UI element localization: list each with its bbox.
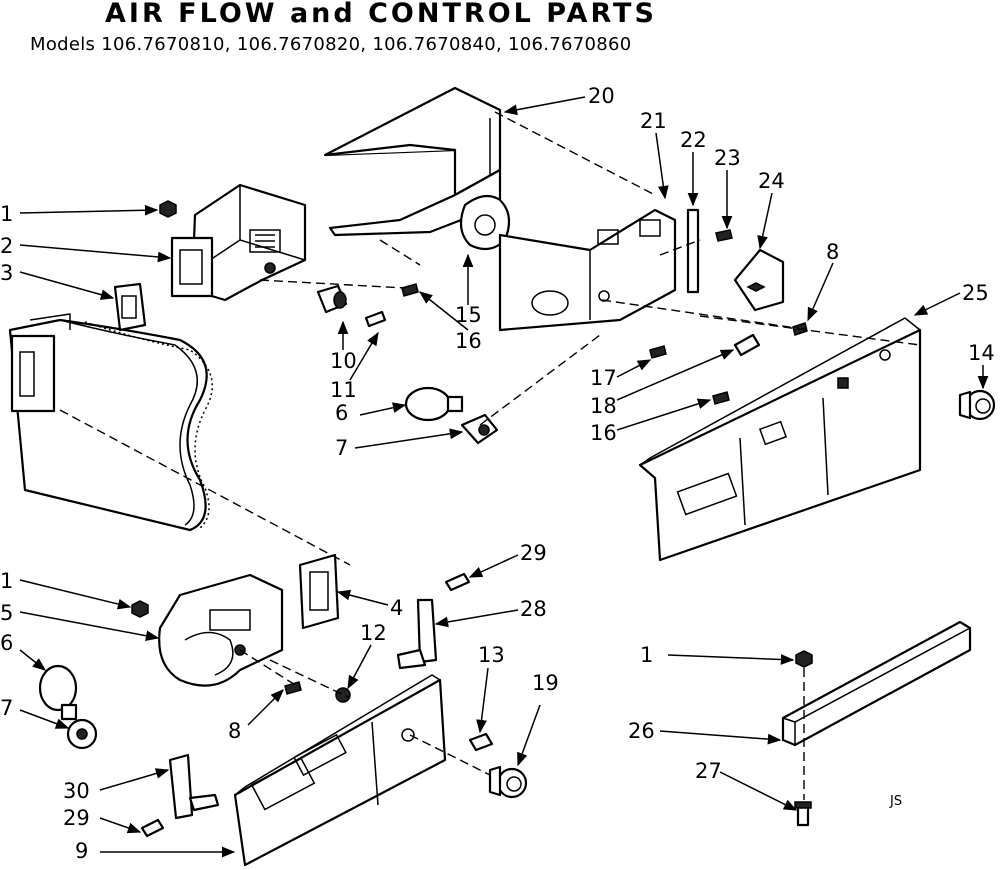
callout-22: 22 xyxy=(680,128,707,152)
callout-20: 20 xyxy=(588,84,615,108)
bracket-part-30 xyxy=(168,753,220,820)
callout-labels: 1 2 3 10 11 16 15 6 7 20 21 22 23 24 8 2… xyxy=(0,84,995,863)
callout-1: 1 xyxy=(640,643,653,667)
control-panel-part-9 xyxy=(233,674,447,867)
duct-insert-part-3 xyxy=(113,282,147,332)
callout-16: 16 xyxy=(590,421,617,445)
callout-8: 8 xyxy=(826,240,839,264)
model-numbers: Models 106.7670810, 106.7670820, 106.767… xyxy=(30,34,632,55)
screw-part-29-lower xyxy=(140,818,165,838)
evaporator-housing xyxy=(8,313,213,532)
callout-14: 14 xyxy=(968,341,995,365)
control-knob-part-14 xyxy=(958,389,996,421)
clip-part-13 xyxy=(468,732,494,752)
screw-part-17 xyxy=(649,345,667,359)
callout-21: 21 xyxy=(640,109,667,133)
clip-part-18 xyxy=(733,333,761,357)
callout-25: 25 xyxy=(962,281,989,305)
drawing-code: JS xyxy=(889,794,902,809)
callout-1: 1 xyxy=(0,569,13,593)
callout-5: 5 xyxy=(0,601,13,625)
callout-2: 2 xyxy=(0,234,13,258)
callout-18: 18 xyxy=(590,394,617,418)
screw-part-8-lower xyxy=(284,681,302,695)
screw-part-1-upper xyxy=(159,200,177,218)
control-panel-part-25 xyxy=(638,317,922,562)
callout-8: 8 xyxy=(228,719,241,743)
leader-arrows xyxy=(19,96,989,858)
callout-28: 28 xyxy=(520,597,547,621)
screw-part-23 xyxy=(715,229,733,242)
callout-4: 4 xyxy=(390,596,403,620)
trim-strip-part-26 xyxy=(781,620,972,747)
screw-part-27 xyxy=(794,801,812,827)
screw-part-16-left xyxy=(401,283,419,297)
callout-29: 29 xyxy=(63,806,90,830)
upper-damper-control xyxy=(170,183,307,302)
callout-10: 10 xyxy=(330,349,357,373)
thermostat-rod-part-22 xyxy=(686,208,700,294)
screw-part-16-right xyxy=(712,391,730,405)
lamp-socket-part-10 xyxy=(316,284,348,314)
thermostat-part-24 xyxy=(733,248,785,312)
light-bulb-part-6-upper xyxy=(404,386,464,422)
callout-23: 23 xyxy=(714,146,741,170)
callout-11: 11 xyxy=(330,378,357,402)
screw-part-11 xyxy=(364,310,387,328)
screw-part-29-upper xyxy=(444,572,471,592)
callout-6: 6 xyxy=(0,631,13,655)
callout-12: 12 xyxy=(360,621,387,645)
control-bracket-panel xyxy=(498,208,677,332)
callout-24: 24 xyxy=(758,169,785,193)
assembly-lines xyxy=(59,111,921,800)
callout-17: 17 xyxy=(590,366,617,390)
callout-19: 19 xyxy=(532,671,559,695)
callout-6: 6 xyxy=(335,401,348,425)
callout-27: 27 xyxy=(695,759,722,783)
lower-damper-control-part-5 xyxy=(158,573,284,687)
screw-part-1-lower xyxy=(131,600,149,618)
bracket-part-28 xyxy=(396,598,438,670)
lamp-socket-part-7-lower xyxy=(66,718,98,750)
callout-7: 7 xyxy=(335,436,348,460)
callout-9: 9 xyxy=(75,839,88,863)
spacer-part-12 xyxy=(335,687,351,703)
callout-1: 1 xyxy=(0,202,13,226)
air-baffle-part-20 xyxy=(323,86,502,237)
light-bulb-part-6-lower xyxy=(38,664,78,721)
callout-29: 29 xyxy=(520,541,547,565)
callout-3: 3 xyxy=(0,261,13,285)
callout-26: 26 xyxy=(628,719,655,743)
callout-15: 15 xyxy=(455,303,482,327)
callout-13: 13 xyxy=(478,643,505,667)
callout-30: 30 xyxy=(63,779,90,803)
diagram-title: AIR FLOW and CONTROL PARTS xyxy=(105,0,657,29)
control-knob-part-19 xyxy=(488,765,528,799)
screw-part-1-right xyxy=(795,650,813,668)
callout-7: 7 xyxy=(0,696,13,720)
duct-insert-part-4 xyxy=(298,553,340,630)
callout-16: 16 xyxy=(455,329,482,353)
lamp-socket-part-7-upper xyxy=(460,413,499,445)
